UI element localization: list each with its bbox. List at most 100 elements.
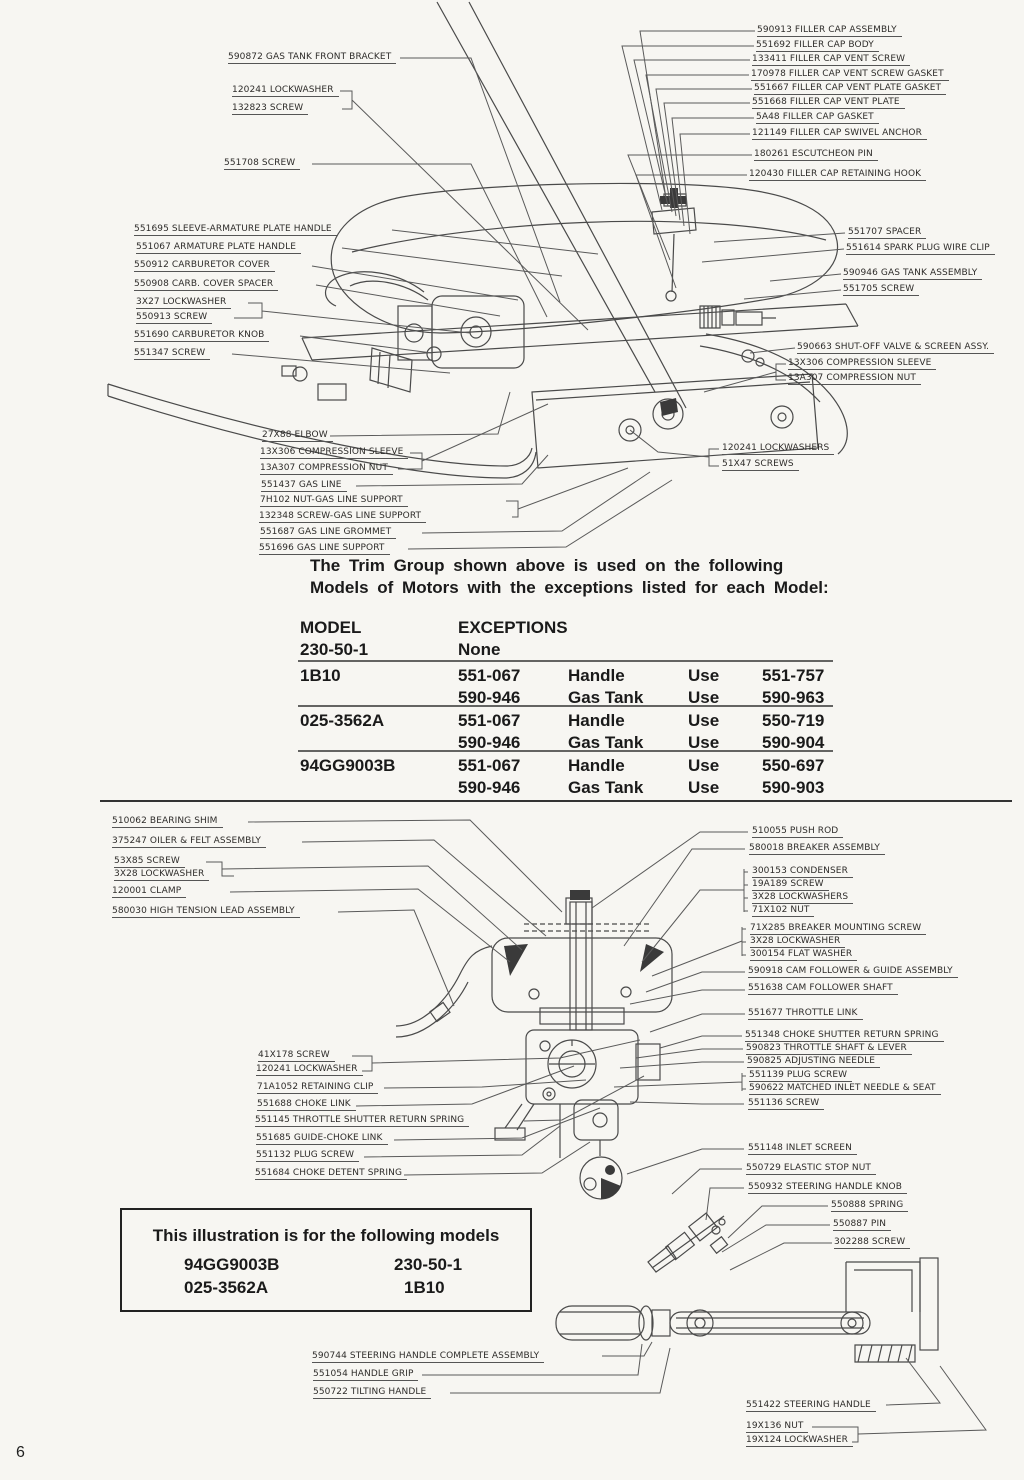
part-label: 551688 CHOKE LINK (257, 1099, 356, 1111)
table-cell: None (458, 640, 501, 659)
table-cell: 590-904 (762, 733, 825, 752)
leader-lines-bottom (206, 819, 987, 1443)
part-label: 551347 SCREW (134, 348, 211, 360)
table-cell: Use (688, 756, 720, 775)
table-cell: Gas Tank (568, 733, 644, 752)
part-label: 551695 SLEEVE-ARMATURE PLATE HANDLE (134, 224, 337, 236)
table-cell: 590-963 (762, 688, 825, 707)
part-label: 580030 HIGH TENSION LEAD ASSEMBLY (112, 906, 300, 918)
part-label: 71X285 BREAKER MOUNTING SCREW (750, 923, 927, 935)
note-line: Models of Motors with the exceptions lis… (310, 578, 829, 597)
part-label: 551054 HANDLE GRIP (313, 1369, 419, 1381)
table-cell: 590-946 (458, 778, 521, 797)
part-label: 300154 FLAT WASHER (750, 949, 858, 961)
table-cell: 230-50-1 (300, 640, 369, 659)
part-label: 300153 CONDENSER (752, 866, 853, 878)
part-label: 551437 GAS LINE (261, 480, 347, 492)
table-cell: Gas Tank (568, 778, 644, 797)
model-number: 94GG9003B (184, 1255, 280, 1274)
part-label: 550908 CARB. COVER SPACER (134, 279, 279, 291)
table-cell: 590-946 (458, 733, 521, 752)
table-cell: 94GG9003B (300, 756, 396, 775)
part-label: 19X124 LOCKWASHER (746, 1435, 853, 1447)
part-label: 180261 ESCUTCHEON PIN (754, 149, 878, 161)
part-label: 590663 SHUT-OFF VALVE & SCREEN ASSY. (797, 342, 995, 354)
models-box-title: This illustration is for the following m… (152, 1226, 500, 1245)
part-label: 551067 ARMATURE PLATE HANDLE (136, 242, 301, 254)
table-cell: Handle (568, 711, 625, 730)
part-label: 590913 FILLER CAP ASSEMBLY (757, 25, 902, 37)
part-label: 27X88 ELBOW (262, 430, 333, 442)
part-label: 550913 SCREW (136, 312, 213, 324)
table-cell: 590-903 (762, 778, 825, 797)
table-cell: 550-697 (762, 756, 825, 775)
part-label: 551705 SCREW (843, 284, 920, 296)
part-label: 510055 PUSH ROD (752, 826, 844, 838)
part-label: 132823 SCREW (232, 103, 309, 115)
part-label: 551668 FILLER CAP VENT PLATE (752, 97, 905, 109)
part-label: 551422 STEERING HANDLE (746, 1400, 876, 1412)
part-label: 551677 THROTTLE LINK (748, 1008, 863, 1020)
table-cell: Use (688, 778, 720, 797)
part-label: 120001 CLAMP (112, 886, 187, 898)
part-label: 3X27 LOCKWASHER (136, 297, 232, 309)
part-label: 551707 SPACER (848, 227, 927, 239)
part-label: 551708 SCREW (224, 158, 301, 170)
part-label: 590918 CAM FOLLOWER & GUIDE ASSEMBLY (748, 966, 958, 978)
table-cell: 025-3562A (300, 711, 385, 730)
model-number: 230-50-1 (394, 1255, 463, 1274)
model-number: 1B10 (404, 1278, 445, 1297)
part-label: 19X136 NUT (746, 1421, 809, 1433)
part-label: 120241 LOCKWASHERS (722, 443, 835, 455)
table-cell: 550-719 (762, 711, 825, 730)
table-rules (298, 660, 833, 752)
table-header-model: MODEL (300, 618, 362, 637)
part-label: 551348 CHOKE SHUTTER RETURN SPRING (745, 1030, 944, 1042)
table-cell: Handle (568, 756, 625, 775)
part-label: 550912 CARBURETOR COVER (134, 260, 275, 272)
part-label: 590622 MATCHED INLET NEEDLE & SEAT (749, 1083, 941, 1095)
part-label: 41X178 SCREW (258, 1050, 335, 1062)
table-cell: 1B10 (300, 666, 341, 685)
part-label: 71X102 NUT (752, 905, 815, 917)
trim-group-note: The Trim Group shown above is used on th… (310, 555, 829, 599)
part-label: 170978 FILLER CAP VENT SCREW GASKET (751, 69, 949, 81)
part-label: 7H102 NUT-GAS LINE SUPPORT (260, 495, 408, 507)
part-label: 121149 FILLER CAP SWIVEL ANCHOR (752, 128, 927, 140)
part-label: 71A1052 RETAINING CLIP (257, 1082, 379, 1094)
part-label: 13X306 COMPRESSION SLEEVE (260, 447, 409, 459)
part-label: 590823 THROTTLE SHAFT & LEVER (746, 1043, 912, 1055)
table-header-exceptions: EXCEPTIONS (458, 618, 568, 637)
part-label: 551667 FILLER CAP VENT PLATE GASKET (754, 83, 947, 95)
gas-tank-illustration (107, 1, 859, 479)
part-label: 13X306 COMPRESSION SLEEVE (788, 358, 937, 370)
steering-handle-illustration (555, 1257, 939, 1363)
part-label: 3X28 LOCKWASHERS (752, 892, 854, 904)
part-label: 590946 GAS TANK ASSEMBLY (843, 268, 983, 280)
part-label: 120241 LOCKWASHER (232, 85, 339, 97)
part-label: 551139 PLUG SCREW (749, 1070, 853, 1082)
part-label: 3X28 LOCKWASHER (750, 936, 846, 948)
part-label: 51X47 SCREWS (722, 459, 799, 471)
part-label: 551148 INLET SCREEN (748, 1143, 857, 1155)
part-label: 132348 SCREW-GAS LINE SUPPORT (259, 511, 427, 523)
part-label: 551136 SCREW (748, 1098, 825, 1110)
leader-lines-top (231, 30, 846, 550)
table-cell: 551-067 (458, 711, 521, 730)
table-cell: Gas Tank (568, 688, 644, 707)
part-label: 510062 BEARING SHIM (112, 816, 223, 828)
table-cell: 590-946 (458, 688, 521, 707)
part-label: 551132 PLUG SCREW (256, 1150, 360, 1162)
steering-handle-knob-illustration (647, 1212, 729, 1273)
part-label: 5A48 FILLER CAP GASKET (756, 112, 879, 124)
part-label: 302288 SCREW (834, 1237, 911, 1249)
part-label: 53X85 SCREW (114, 856, 185, 868)
part-label: 590744 STEERING HANDLE COMPLETE ASSEMBLY (312, 1351, 545, 1363)
table-cell: Use (688, 688, 720, 707)
part-label: 550888 SPRING (831, 1200, 909, 1212)
part-label: 375247 OILER & FELT ASSEMBLY (112, 836, 266, 848)
part-label: 550729 ELASTIC STOP NUT (746, 1163, 876, 1175)
part-label: 551692 FILLER CAP BODY (756, 40, 879, 52)
